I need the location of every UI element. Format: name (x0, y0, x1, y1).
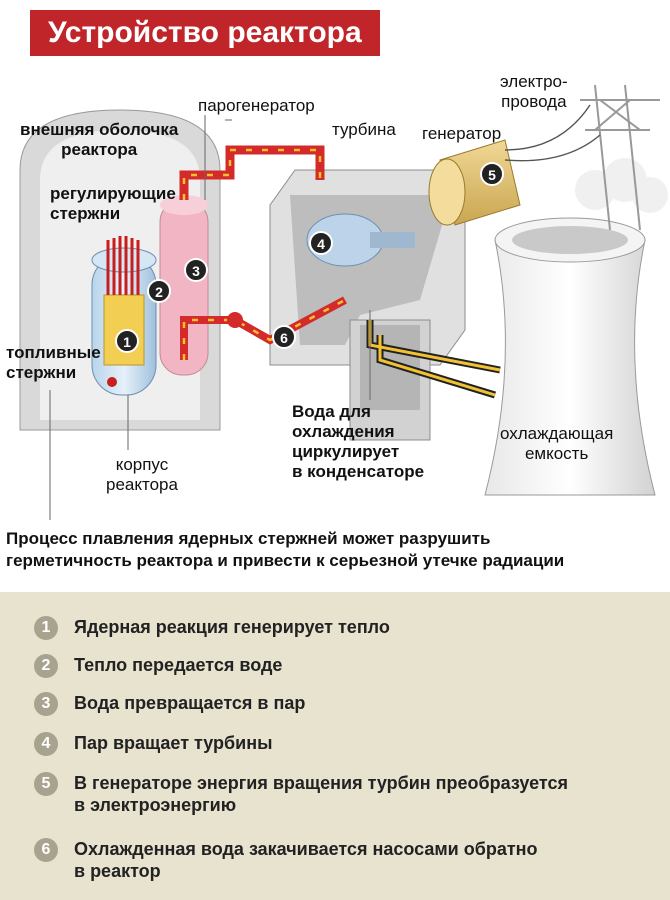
badge-3: 3 (34, 692, 58, 716)
legend-item-4: 4 Пар вращает турбины (34, 732, 272, 756)
summary-text: Процесс плавления ядерных стержней может… (6, 529, 565, 570)
steam-generator-label: парогенератор (198, 96, 315, 115)
leader-lines (49, 115, 371, 520)
generator (428, 139, 521, 226)
steam-cloud (575, 158, 668, 213)
outer-shell-label: внешняя оболочка реактора (20, 120, 179, 159)
marker-5: 5 (480, 162, 504, 186)
cooling-tower-label: охлаждающая емкость (500, 424, 614, 463)
marker-5-label: 5 (488, 167, 496, 183)
legend-item-1: 1 Ядерная реакция генерирует тепло (34, 616, 390, 640)
badge-5: 5 (34, 772, 58, 796)
legend-text-6: Охлажденная вода закачивается насосами о… (74, 839, 538, 881)
power-lines (504, 104, 601, 162)
badge-6: 6 (34, 838, 58, 862)
return-pipe (180, 296, 347, 360)
marker-2-label: 2 (155, 284, 163, 300)
reactor-diagram: 1 2 3 4 5 6 (19, 84, 668, 520)
marker-4: 4 (309, 231, 333, 255)
legend-panel: 1 Ядерная реакция генерирует тепло 2 Теп… (0, 592, 670, 900)
generator-label: генератор (422, 124, 502, 143)
legend-text-5: В генераторе энергия вращения турбин пре… (74, 773, 569, 815)
marker-6-label: 6 (280, 330, 288, 346)
control-rods (106, 236, 140, 295)
legend-item-5: 5 В генераторе энергия вращения турбин п… (34, 772, 568, 816)
fuel-rods-label: топливные стержни (6, 343, 101, 382)
marker-6: 6 (272, 325, 296, 349)
badge-1: 1 (34, 616, 58, 640)
turbine-label: турбина (332, 120, 396, 139)
page-title: Устройство реактора (30, 10, 380, 56)
marker-2: 2 (147, 279, 171, 303)
legend-item-2: 2 Тепло передается воде (34, 654, 282, 678)
power-pylon (580, 84, 660, 231)
marker-1: 1 (115, 329, 139, 353)
legend-text-4: Пар вращает турбины (74, 733, 273, 753)
condenser-note: Вода для охлаждения циркулирует в конден… (292, 402, 425, 481)
legend-text-3: Вода превращается в пар (74, 693, 306, 713)
control-rods-label: регулирующие стержни (50, 184, 176, 223)
cooling-tower (484, 217, 656, 496)
vessel-label: корпус реактора (106, 455, 178, 494)
steam-generator (159, 195, 209, 376)
power-lines-label: электро- провода (500, 72, 568, 111)
legend-item-3: 3 Вода превращается в пар (34, 692, 305, 716)
marker-4-label: 4 (317, 236, 325, 252)
steam-pipe (179, 145, 325, 200)
marker-3-label: 3 (192, 263, 200, 279)
badge-2: 2 (34, 654, 58, 678)
marker-3: 3 (184, 258, 208, 282)
marker-1-label: 1 (123, 334, 131, 350)
legend-text-2: Тепло передается воде (74, 655, 283, 675)
legend-text-1: Ядерная реакция генерирует тепло (74, 617, 390, 637)
legend-item-6: 6 Охлажденная вода закачивается насосами… (34, 838, 538, 882)
badge-4: 4 (34, 732, 58, 756)
reactor-vessel (91, 247, 157, 396)
